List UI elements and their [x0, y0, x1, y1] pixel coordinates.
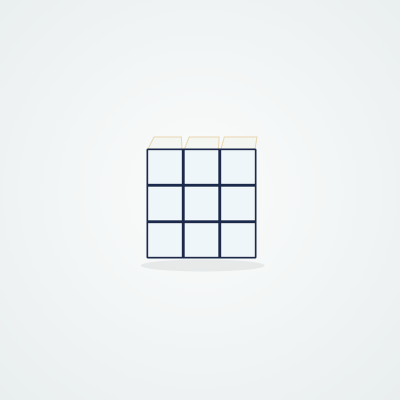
cube-shadow: [140, 259, 265, 272]
top-sticker[interactable]: [220, 136, 258, 150]
front-sticker[interactable]: [148, 150, 182, 184]
front-sticker[interactable]: [148, 223, 182, 257]
top-sticker[interactable]: [183, 136, 220, 150]
front-sticker[interactable]: [184, 186, 219, 221]
front-sticker[interactable]: [148, 186, 182, 221]
top-sticker[interactable]: [147, 136, 183, 150]
front-sticker[interactable]: [221, 150, 255, 184]
front-sticker[interactable]: [184, 223, 219, 257]
front-sticker[interactable]: [184, 150, 219, 184]
front-sticker[interactable]: [221, 186, 255, 221]
front-sticker[interactable]: [221, 223, 255, 257]
